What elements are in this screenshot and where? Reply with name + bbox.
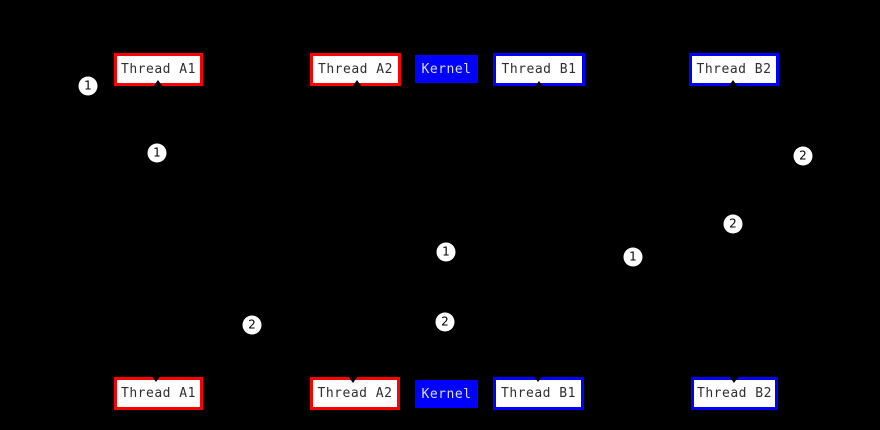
step-badge: 2 (793, 146, 813, 166)
edge-arrowhead-icon (153, 80, 163, 87)
edge-arrowhead-icon (151, 375, 161, 382)
edge-arrowhead-icon (728, 80, 738, 87)
step-badge: 2 (723, 214, 743, 234)
step-badge: 2 (435, 312, 455, 332)
edge-arrowhead-icon (348, 376, 358, 383)
edge-arrowhead-icon (533, 375, 543, 382)
step-badge: 1 (623, 247, 643, 267)
edge-arrowhead-icon (729, 376, 739, 383)
node-kernel-bottom: Kernel (415, 380, 478, 408)
step-badge: 1 (78, 76, 98, 96)
step-badge: 1 (436, 242, 456, 262)
step-badge: 2 (242, 315, 262, 335)
edge-arrowhead-icon (352, 80, 362, 87)
step-badge: 1 (147, 143, 167, 163)
node-kernel-top: Kernel (415, 55, 478, 83)
node-thread-b1-top: Thread B1 (493, 53, 585, 86)
edge-arrowhead-icon (534, 81, 544, 88)
